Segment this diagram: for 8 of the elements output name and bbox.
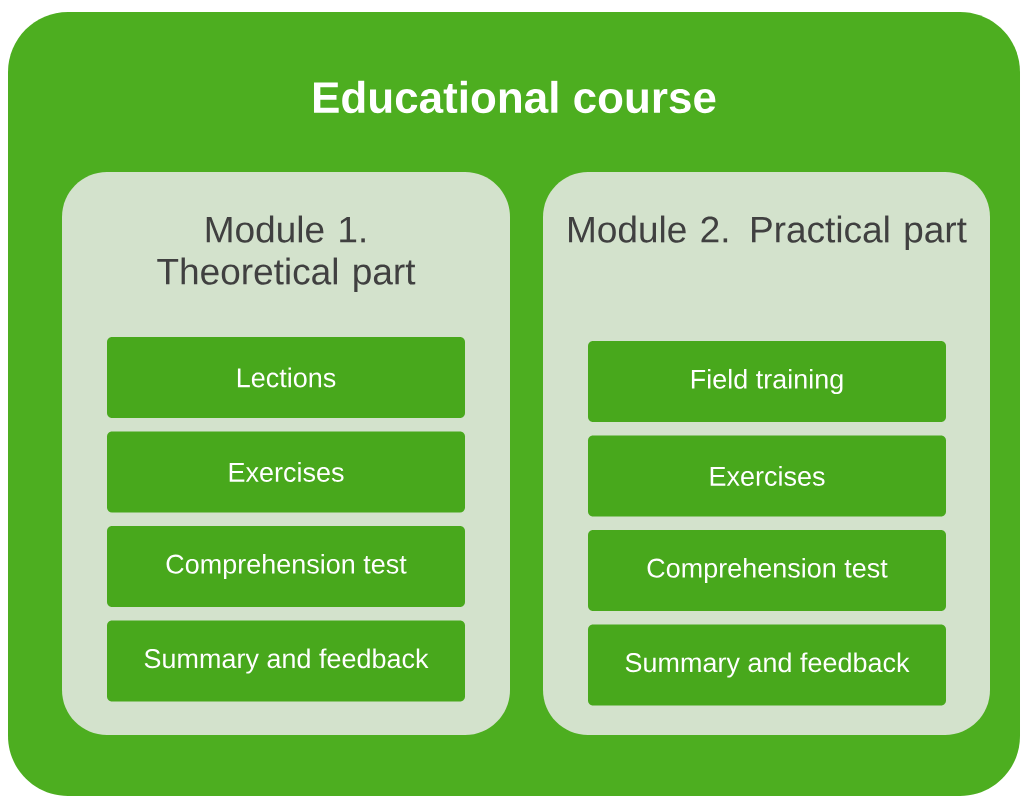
topic-box: Lections xyxy=(107,337,465,418)
topic-box: Exercises xyxy=(107,431,465,513)
topic-box: Summary and feedback xyxy=(107,620,465,702)
topic-box: Summary and feedback xyxy=(588,624,946,706)
topic-box: Exercises xyxy=(588,435,946,517)
topic-box: Comprehension test xyxy=(588,530,946,611)
topic-box: Field training xyxy=(588,341,946,422)
topic-box: Comprehension test xyxy=(107,526,465,607)
